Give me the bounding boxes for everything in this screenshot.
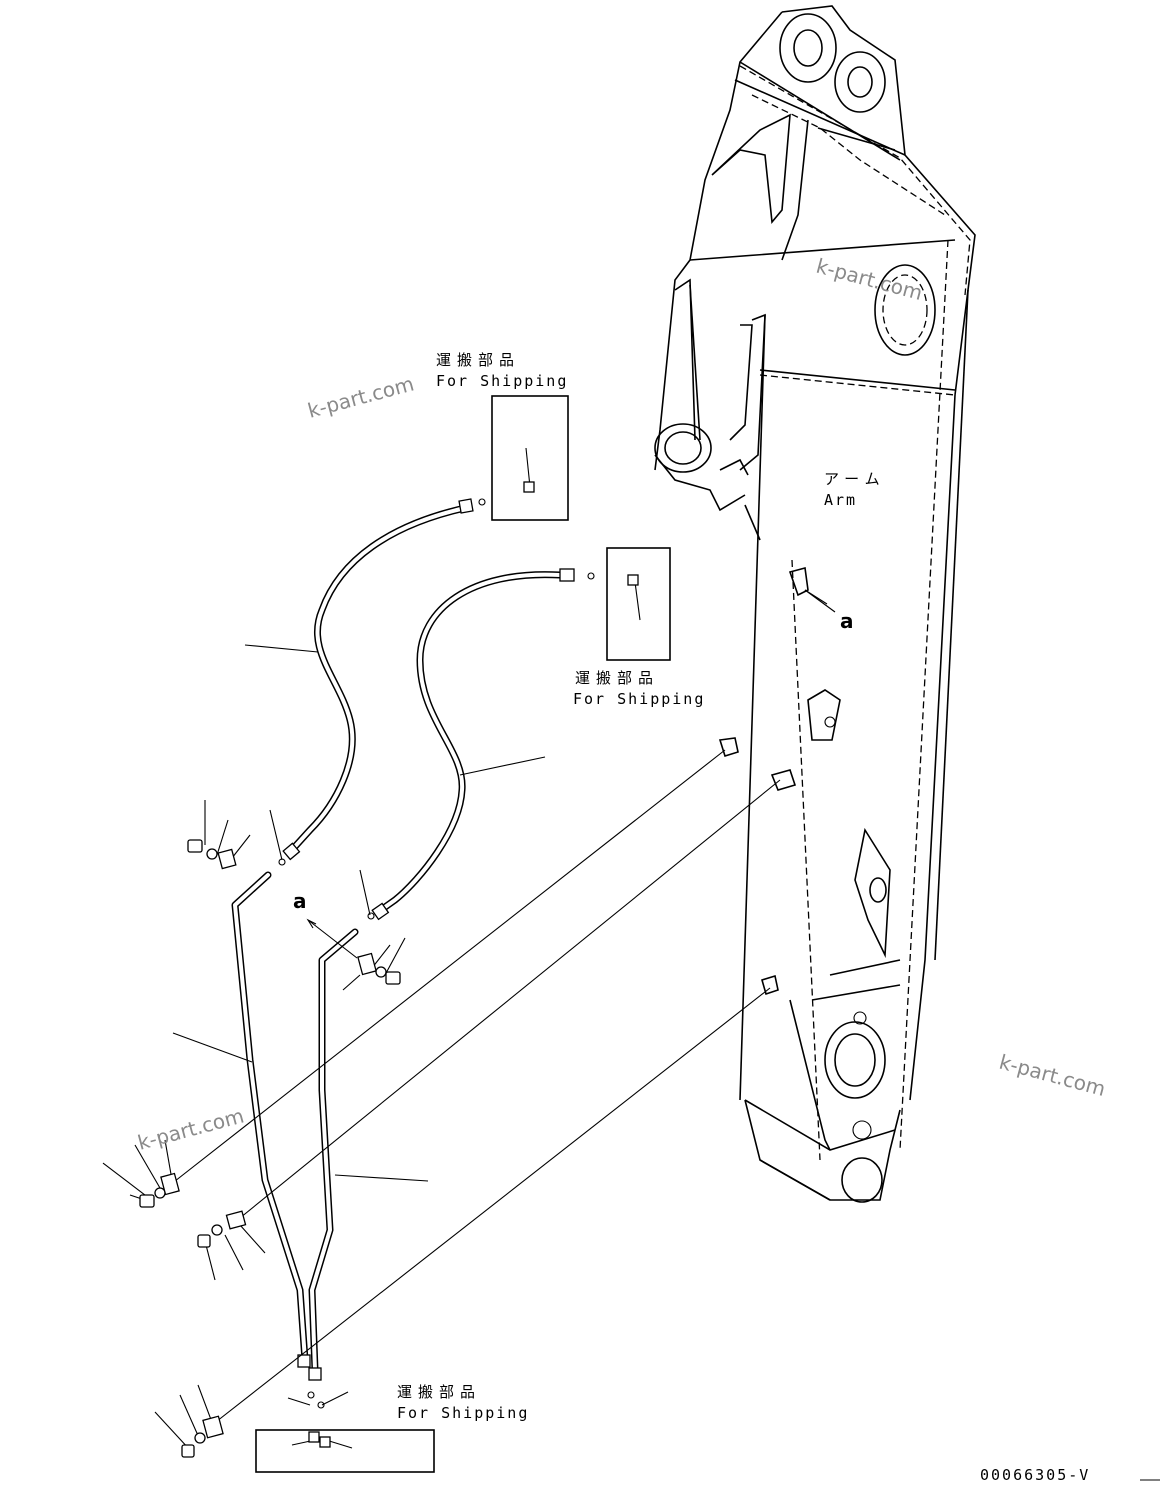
drawing-number: 00066305-V: [980, 1466, 1090, 1484]
tube-left: [231, 871, 311, 1368]
view-mark-hose: a: [293, 889, 307, 913]
watermark-bottom-left: k-part.com: [135, 1103, 246, 1154]
watermark-top-right: k-part.com: [814, 254, 925, 305]
shipping-label-jp-bottom: 運搬部品: [397, 1383, 481, 1401]
shipping-label-en-top: For Shipping: [436, 372, 568, 390]
shipping-label-jp-top: 運搬部品: [436, 351, 520, 369]
arm-label-jp: アーム: [824, 470, 886, 488]
shipping-box-top: [491, 395, 569, 521]
shipping-label-en-middle: For Shipping: [573, 690, 705, 708]
shipping-box-middle: [606, 547, 671, 661]
watermark-bottom-right: k-part.com: [997, 1050, 1108, 1101]
shipping-label-en-bottom: For Shipping: [397, 1404, 529, 1422]
fittings: [139, 481, 639, 1458]
view-mark-arm: a: [840, 609, 854, 633]
watermark-top-left: k-part.com: [305, 371, 416, 422]
arm-outline: [654, 5, 976, 1203]
shipping-label-jp-middle: 運搬部品: [575, 669, 659, 687]
leader-lines: [102, 447, 781, 1451]
view-arrow-a-arm: [804, 589, 836, 613]
tube-right: [308, 928, 359, 1381]
view-arrow-a-hose: [306, 918, 358, 959]
hose-right: [371, 568, 575, 921]
arm-label-en: Arm: [824, 491, 857, 509]
shipping-box-bottom: [255, 1429, 435, 1473]
hose-left: [282, 498, 474, 861]
